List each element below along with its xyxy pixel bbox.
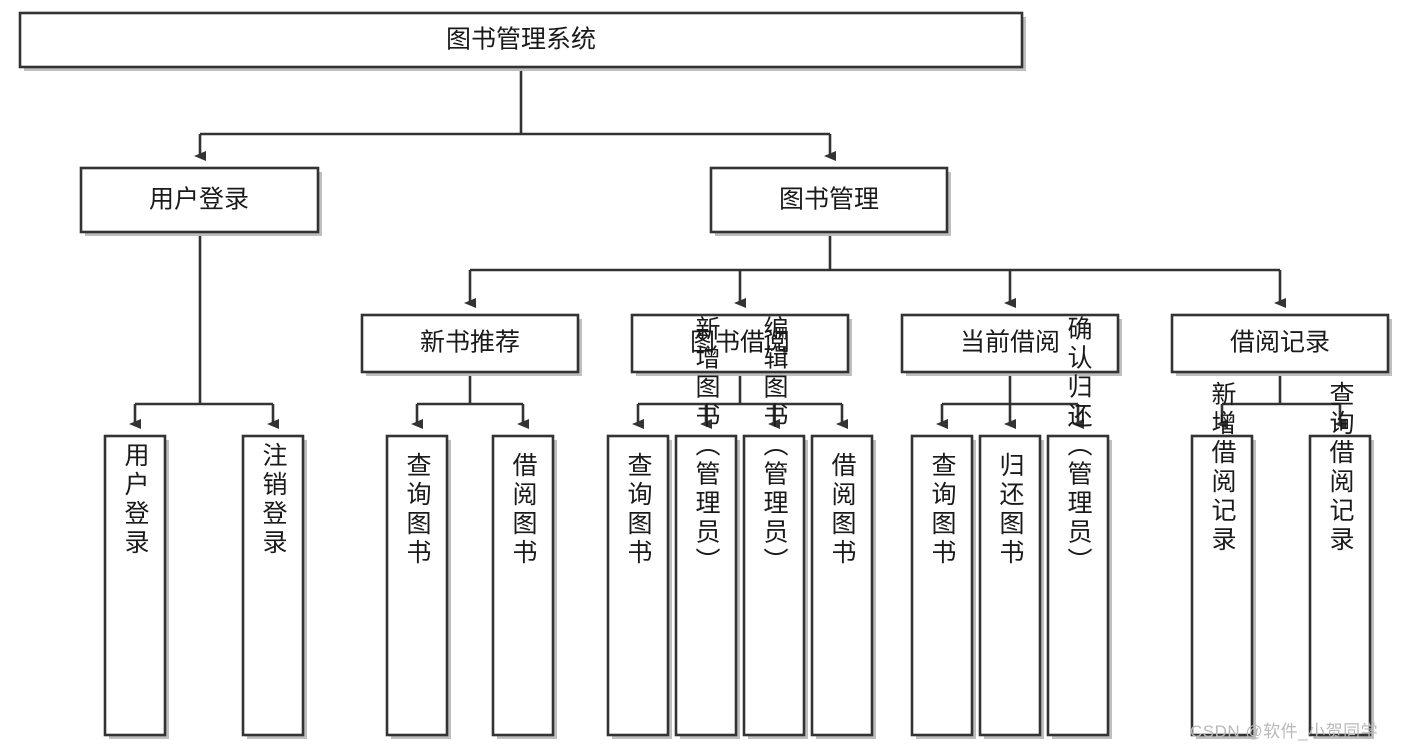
node-leaf-user-login-label: 用户登录: [121, 442, 150, 558]
connector-layer: [129, 67, 1346, 429]
node-root[interactable]: 图书管理系统: [18, 11, 1026, 71]
node-root-box: [18, 11, 1024, 69]
node-leaf-add-record[interactable]: 新增借阅记录: [1190, 381, 1256, 739]
node-book-management-box: [709, 166, 949, 234]
node-leaf-add-record-label: 新增借阅记录: [1208, 381, 1237, 555]
node-borrow-record[interactable]: 借阅记录: [1170, 313, 1392, 376]
node-leaf-logout-login-box: [241, 434, 305, 737]
node-new-book-recommend[interactable]: 新书推荐: [360, 313, 582, 376]
node-current-borrow-label: 当前借阅: [960, 329, 1060, 357]
node-leaf-edit-book-label: 编辑图书（管理员）: [760, 316, 789, 577]
node-leaf-borrow-book-1-box: [491, 434, 555, 737]
node-current-borrow[interactable]: 当前借阅: [900, 313, 1122, 376]
node-leaf-edit-book-box: [742, 434, 806, 737]
node-leaf-borrow-book-2-label: 借阅图书: [828, 452, 857, 568]
node-leaf-borrow-book-2-box: [810, 434, 874, 737]
node-user-login-label: 用户登录: [149, 186, 249, 214]
node-leaf-logout-login[interactable]: 注销登录: [241, 434, 307, 739]
node-leaf-borrow-book-2[interactable]: 借阅图书: [810, 434, 876, 739]
node-leaf-add-record-box: [1190, 434, 1254, 737]
node-leaf-borrow-book-1[interactable]: 借阅图书: [491, 434, 557, 739]
node-book-borrow[interactable]: 图书借阅: [630, 313, 852, 376]
node-current-borrow-box: [900, 313, 1120, 374]
node-leaf-query-book-1-box: [385, 434, 449, 737]
node-leaf-confirm-return-label: 确认归还（管理员）: [1064, 316, 1093, 577]
node-user-login-box: [79, 166, 320, 234]
node-borrow-record-label: 借阅记录: [1230, 329, 1330, 357]
node-leaf-add-book-label: 新增图书（管理员）: [692, 316, 721, 577]
node-borrow-record-box: [1170, 313, 1390, 374]
node-leaf-confirm-return-box: [1046, 434, 1110, 737]
node-book-borrow-box: [630, 313, 850, 374]
node-leaf-return-book-label: 归还图书: [996, 452, 1025, 568]
node-new-book-recommend-box: [360, 313, 580, 374]
node-book-management-label: 图书管理: [779, 186, 879, 214]
node-book-management[interactable]: 图书管理: [709, 166, 951, 236]
node-leaf-query-book-2[interactable]: 查询图书: [606, 434, 672, 739]
node-leaf-query-record-label: 查询借阅记录: [1326, 381, 1355, 555]
node-leaf-user-login[interactable]: 用户登录: [103, 434, 169, 739]
node-leaf-add-book-box: [674, 434, 738, 737]
node-leaf-query-book-3-box: [910, 434, 974, 737]
node-leaf-add-book[interactable]: 新增图书（管理员）: [674, 316, 740, 740]
node-leaf-query-record-box: [1308, 434, 1372, 737]
node-new-book-recommend-label: 新书推荐: [420, 329, 520, 357]
node-leaf-query-record[interactable]: 查询借阅记录: [1308, 381, 1374, 739]
node-leaf-query-book-1-label: 查询图书: [403, 452, 432, 568]
node-leaf-confirm-return[interactable]: 确认归还（管理员）: [1046, 316, 1112, 740]
csdn-watermark: CSDN @软件_小贺同学: [1190, 722, 1379, 741]
node-root-label: 图书管理系统: [446, 26, 596, 54]
node-leaf-query-book-1[interactable]: 查询图书: [385, 434, 451, 739]
node-leaf-user-login-box: [103, 434, 167, 737]
node-leaf-query-book-2-box: [606, 434, 670, 737]
node-leaf-borrow-book-1-label: 借阅图书: [509, 452, 538, 568]
node-leaf-query-book-3[interactable]: 查询图书: [910, 434, 976, 739]
node-book-borrow-label: 图书借阅: [690, 329, 790, 357]
node-leaf-return-book[interactable]: 归还图书: [978, 434, 1044, 739]
node-leaf-logout-login-label: 注销登录: [259, 442, 288, 558]
node-leaf-query-book-3-label: 查询图书: [928, 452, 957, 568]
node-leaf-query-book-2-label: 查询图书: [624, 452, 653, 568]
node-leaf-edit-book[interactable]: 编辑图书（管理员）: [742, 316, 808, 740]
node-leaf-return-book-box: [978, 434, 1042, 737]
node-user-login[interactable]: 用户登录: [79, 166, 322, 236]
